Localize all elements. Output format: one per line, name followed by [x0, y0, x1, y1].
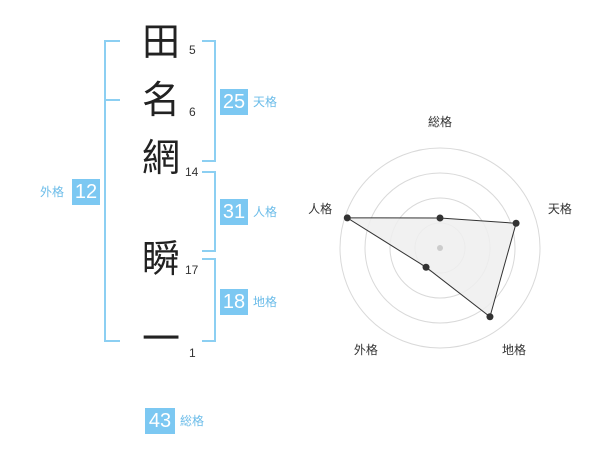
radar-axis-label: 総格 — [428, 114, 452, 129]
radar-center-dot — [437, 245, 443, 251]
jinkaku-value: 31 — [220, 199, 248, 225]
gaikaku-bracket — [104, 40, 120, 342]
chikaku-bracket — [202, 258, 216, 342]
stroke-count-3: 14 — [185, 165, 199, 179]
radar-data-point — [343, 214, 351, 222]
radar-data-point — [436, 214, 444, 222]
soukaku-label: 総格 — [180, 414, 205, 428]
radar-data-point — [512, 219, 520, 227]
tenkaku-value: 25 — [220, 89, 248, 115]
gaikaku-label: 外格 — [40, 185, 65, 199]
tenkaku-bracket — [202, 40, 216, 162]
radar-data-area — [345, 217, 517, 318]
stroke-count-4: 17 — [185, 263, 199, 277]
radar-axis-label: 地格 — [502, 342, 526, 357]
name-char-3: 網 — [141, 136, 180, 180]
chikaku-value: 18 — [220, 289, 248, 315]
stroke-count-5: 1 — [189, 346, 196, 360]
name-char-1: 田 — [141, 20, 180, 64]
name-char-4: 瞬 — [141, 237, 180, 281]
radar-grid-ring — [339, 147, 541, 349]
gaikaku-value: 12 — [72, 179, 100, 205]
radar-data-point — [486, 313, 494, 321]
radar-axis-label: 人格 — [308, 201, 332, 216]
name-char-5: 一 — [141, 317, 180, 361]
tenkaku-label: 天格 — [253, 95, 278, 109]
radar-data-point — [422, 263, 430, 271]
radar-axis-label: 天格 — [548, 201, 572, 216]
radar-grid-ring — [364, 172, 516, 324]
jinkaku-bracket — [202, 171, 216, 252]
radar-axis-label: 外格 — [354, 342, 378, 357]
jinkaku-label: 人格 — [253, 205, 278, 219]
soukaku-value: 43 — [145, 408, 175, 434]
gaikaku-bracket-tick — [104, 99, 120, 101]
stroke-count-1: 5 — [189, 43, 196, 57]
name-char-2: 名 — [141, 78, 180, 122]
chikaku-label: 地格 — [253, 295, 278, 309]
stroke-count-2: 6 — [189, 105, 196, 119]
